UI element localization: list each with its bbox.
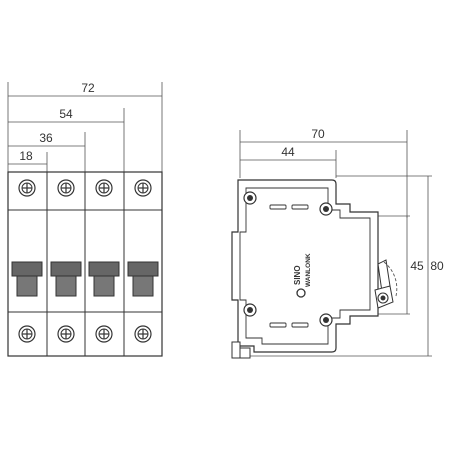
dimension-72-label: 72	[81, 81, 95, 95]
dimension-45: 45	[378, 215, 424, 315]
side-body	[231, 179, 379, 353]
dimension-72: 72	[7, 81, 163, 172]
dimension-44: 44	[240, 145, 337, 178]
dimension-44-label: 44	[281, 145, 295, 159]
vent-slot	[291, 322, 309, 328]
screw-icon	[243, 303, 257, 317]
screw-icon	[243, 191, 257, 205]
screw-icon	[134, 325, 152, 343]
dimension-80-label: 80	[430, 259, 444, 273]
top-screws	[18, 179, 152, 197]
side-handle	[374, 259, 398, 309]
toggle-handles	[11, 261, 159, 297]
screw-icon	[18, 325, 36, 343]
screw-icon	[134, 179, 152, 197]
screw-icon	[57, 325, 75, 343]
dimension-54: 54	[8, 107, 125, 172]
front-view: 72 54 36 18	[7, 81, 163, 357]
bottom-screws	[18, 325, 152, 343]
toggle-handle	[88, 261, 120, 297]
toggle-handle	[50, 261, 82, 297]
din-rail-clip	[231, 341, 251, 359]
dimension-18-label: 18	[19, 149, 33, 163]
vent-slot	[291, 204, 309, 210]
dimension-45-label: 45	[410, 259, 424, 273]
dimension-70: 70	[239, 127, 408, 218]
vent-slot	[269, 322, 287, 328]
logo-circle-icon	[296, 288, 306, 298]
dimension-36-label: 36	[39, 131, 53, 145]
brand-line2: WANLONK	[305, 253, 312, 287]
dimension-36: 36	[8, 131, 86, 172]
brand-line1: SINO	[293, 265, 302, 285]
toggle-handle	[127, 261, 159, 297]
brand-logo: SINO WANLONK	[293, 253, 312, 298]
screw-icon	[319, 313, 333, 327]
dimension-70-label: 70	[311, 127, 325, 141]
dimension-18: 18	[8, 149, 48, 172]
screw-icon	[57, 179, 75, 197]
vent-slot	[269, 204, 287, 210]
side-view: 70 44 45 80	[231, 127, 444, 359]
screw-icon	[377, 292, 389, 304]
dimension-80: 80	[250, 175, 444, 357]
toggle-handle	[11, 261, 43, 297]
screw-icon	[95, 325, 113, 343]
screw-icon	[95, 179, 113, 197]
screw-icon	[18, 179, 36, 197]
dimension-54-label: 54	[59, 107, 73, 121]
screw-icon	[319, 202, 333, 216]
